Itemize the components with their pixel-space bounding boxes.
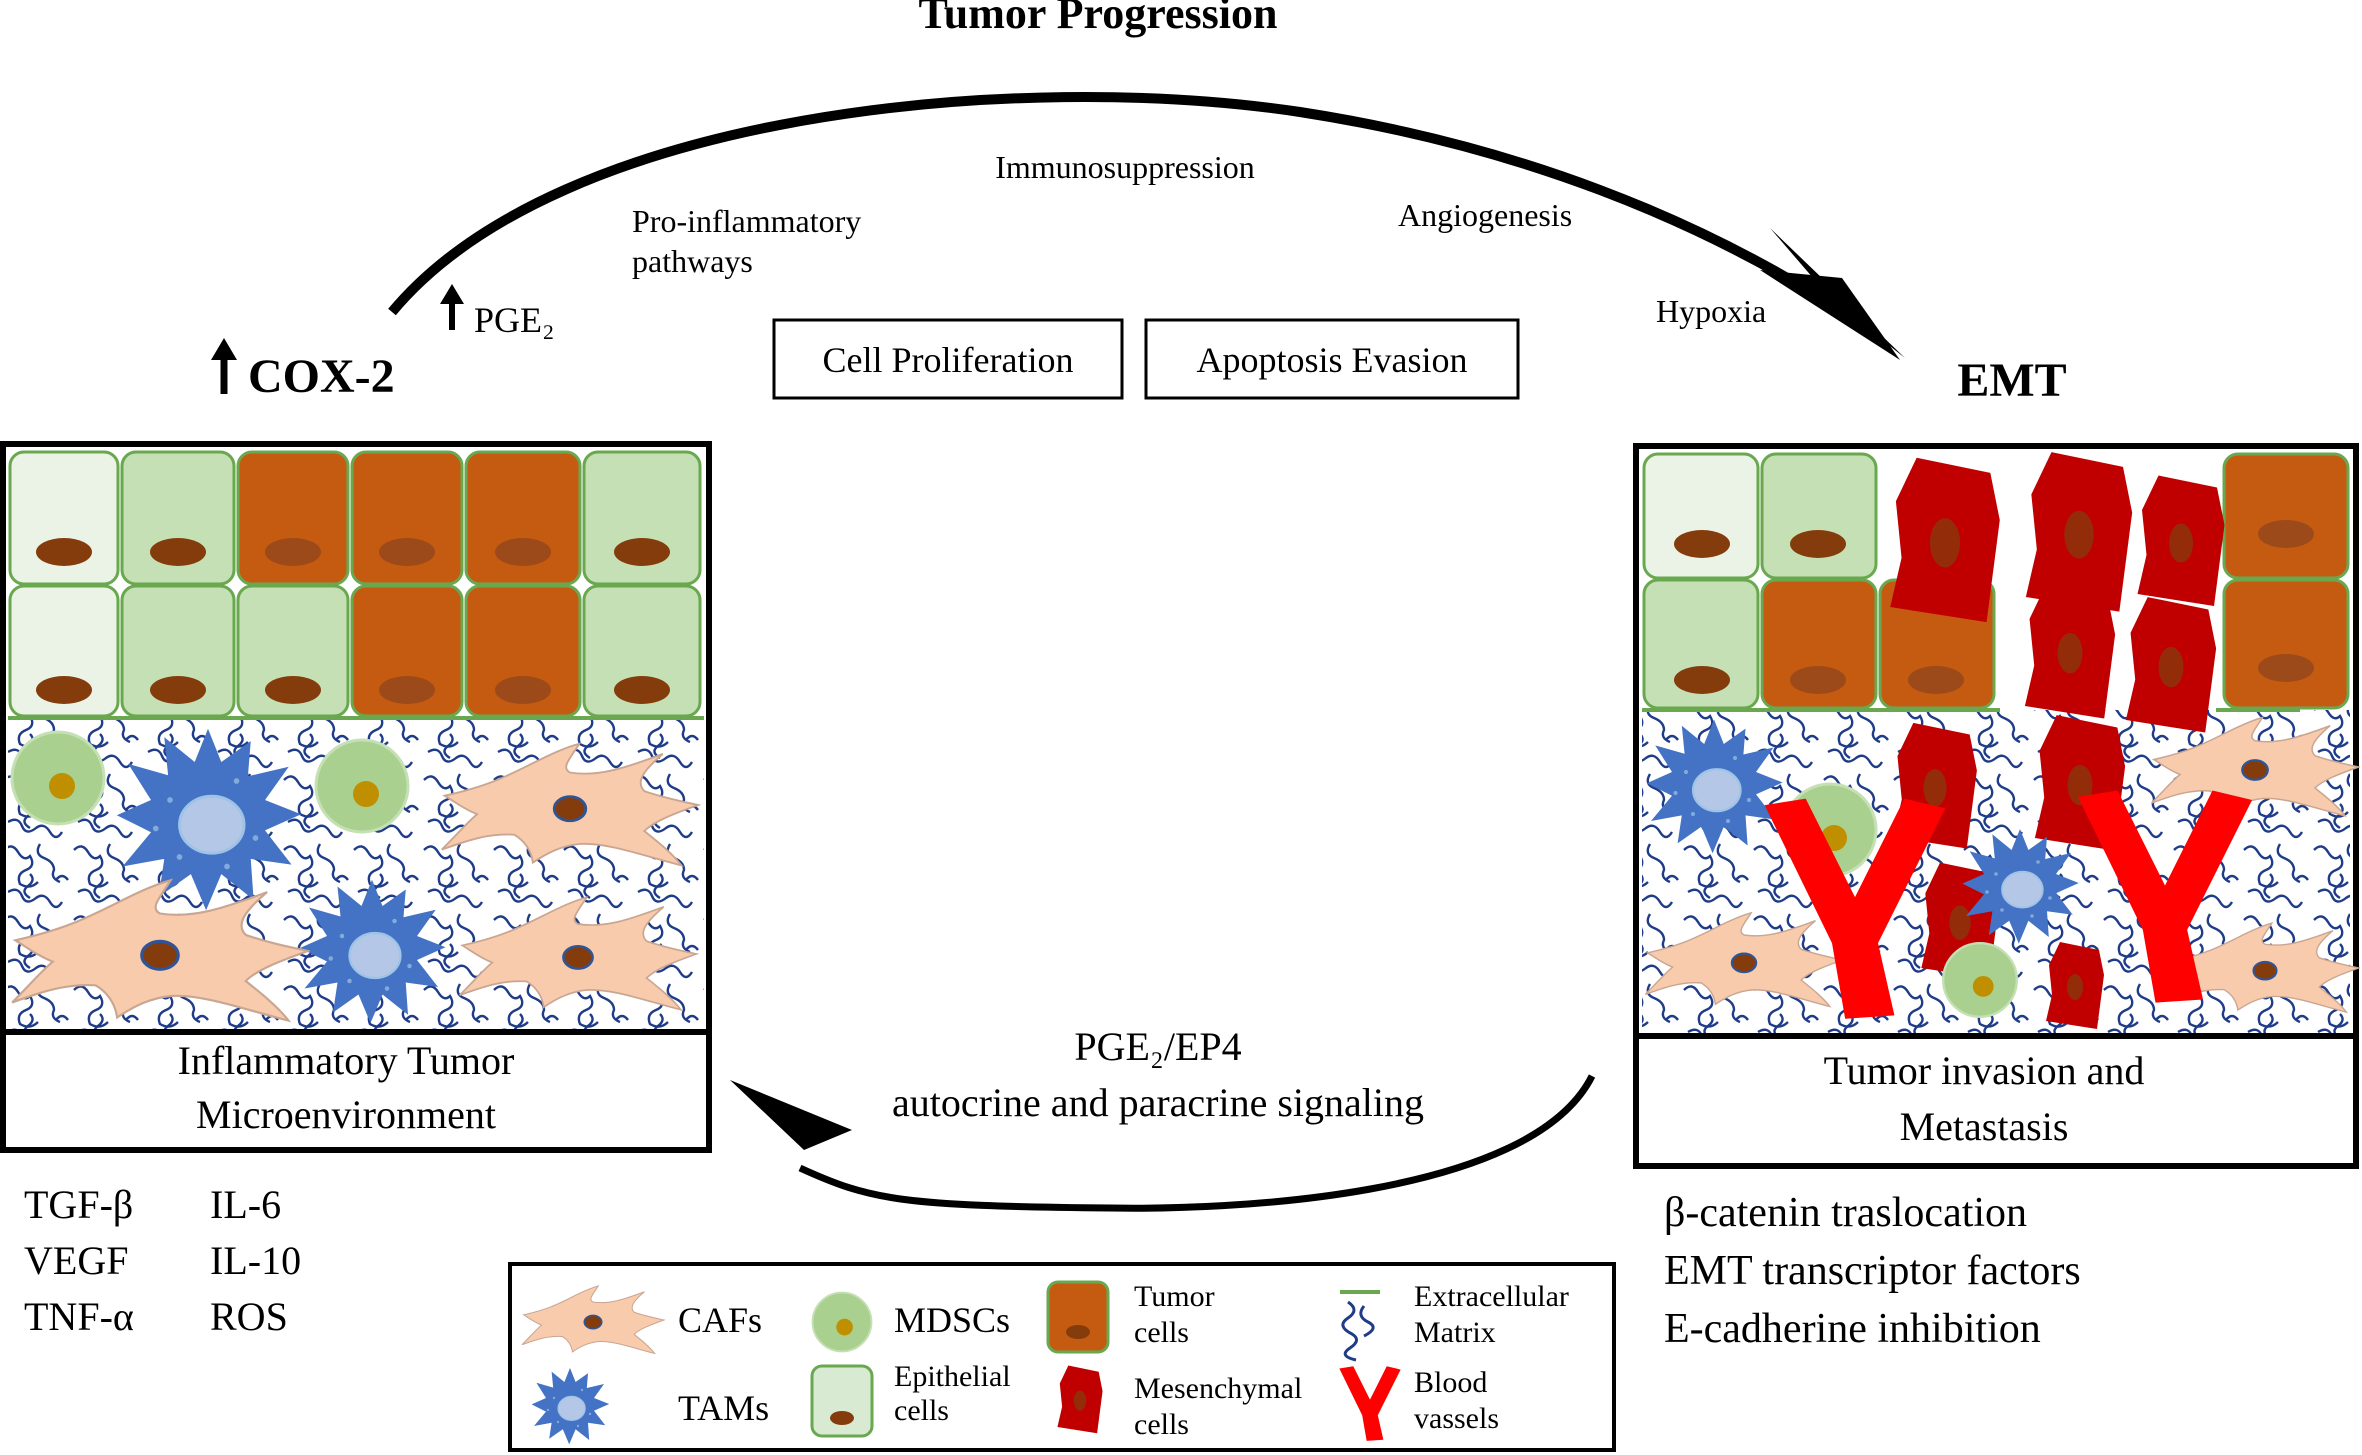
note-beta-catenin: β-catenin traslocation xyxy=(1664,1190,2027,1236)
pro-inflammatory-label: Pro-inflammatory xyxy=(632,203,861,239)
right-mes-1 xyxy=(1890,457,2000,623)
right-mes-3 xyxy=(2137,475,2225,606)
legend-ecm-line1: Extracellular xyxy=(1414,1280,1569,1313)
diagram-title: Tumor Progression xyxy=(919,0,1278,38)
note-e-cadherine: E-cadherine inhibition xyxy=(1664,1306,2041,1352)
right-mes-4 xyxy=(2024,583,2116,719)
factor-ros: ROS xyxy=(210,1294,288,1339)
note-emt-factors: EMT transcriptor factors xyxy=(1664,1248,2081,1294)
cox2-up-arrow-icon xyxy=(211,338,237,394)
bottom-arc-line2: autocrine and paracrine signaling xyxy=(892,1080,1424,1125)
angiogenesis-label: Angiogenesis xyxy=(1398,197,1572,233)
legend-tumor-line2: cells xyxy=(1134,1316,1189,1349)
right-nuclei xyxy=(1674,520,2314,694)
right-mes-5 xyxy=(2125,597,2217,733)
pge2-label: PGE₂ xyxy=(474,300,555,340)
legend-mdscs-label: MDSCs xyxy=(894,1300,1010,1340)
legend-epithelial-line2: cells xyxy=(894,1394,949,1427)
legend-epithelial-icon xyxy=(810,1364,874,1438)
top-arrow xyxy=(388,92,1905,360)
bottom-arrow xyxy=(730,1074,1596,1212)
factor-tgf-beta: TGF-β xyxy=(24,1182,133,1227)
legend-mdsc-icon xyxy=(811,1291,873,1353)
factor-tnf-alpha: TNF-α xyxy=(24,1294,134,1339)
legend-ecm-line2: Matrix xyxy=(1414,1316,1496,1349)
bottom-arc-line1: PGE₂/EP4 xyxy=(1074,1024,1241,1069)
apoptosis-evasion-box xyxy=(1144,318,1520,400)
legend-tumor-icon xyxy=(1046,1280,1110,1354)
left-mdsc-1 xyxy=(10,730,106,826)
hypoxia-label: Hypoxia xyxy=(1656,293,1766,329)
right-panel: Tumor invasion and Metastasis xyxy=(1633,443,2360,1169)
legend-tumor-line1: Tumor xyxy=(1134,1280,1215,1313)
legend: CAFs TAMs MDSCs Epithelial cells Tumor c… xyxy=(508,1262,1616,1452)
legend-mesenchymal-line1: Mesenchymal xyxy=(1134,1372,1302,1405)
left-nuclei xyxy=(36,538,670,704)
right-caption-line1: Tumor invasion and xyxy=(1824,1048,2145,1093)
legend-ecm-icon xyxy=(1340,1290,1380,1362)
right-caption-line2: Metastasis xyxy=(1900,1104,2069,1149)
right-mes-9 xyxy=(2046,942,2104,1029)
factor-il6: IL-6 xyxy=(210,1182,281,1227)
left-caption-line2: Microenvironment xyxy=(196,1092,496,1137)
immunosuppression-label: Immunosuppression xyxy=(995,149,1255,185)
cell-proliferation-label: Cell Proliferation xyxy=(823,340,1074,380)
cell-proliferation-box xyxy=(772,318,1124,400)
cox2-label: COX-2 xyxy=(248,350,395,403)
legend-mesenchymal-icon xyxy=(1057,1365,1103,1434)
apoptosis-evasion-label: Apoptosis Evasion xyxy=(1196,340,1467,380)
legend-blood-line1: Blood xyxy=(1414,1366,1487,1399)
legend-epithelial-line1: Epithelial xyxy=(894,1360,1011,1393)
legend-blood-line2: vassels xyxy=(1414,1402,1499,1435)
emt-label: EMT xyxy=(1957,354,2066,407)
legend-tams-label: TAMs xyxy=(678,1388,769,1428)
right-epithelium xyxy=(1642,452,2350,710)
right-mdsc-2 xyxy=(1941,942,2019,1018)
factor-il10: IL-10 xyxy=(210,1238,301,1283)
right-mes-2 xyxy=(2025,452,2133,612)
factor-vegf: VEGF xyxy=(24,1238,128,1283)
legend-mesenchymal-line2: cells xyxy=(1134,1408,1189,1441)
legend-cafs-label: CAFs xyxy=(678,1300,762,1340)
pathways-label: pathways xyxy=(632,243,753,279)
left-mdsc-2 xyxy=(314,738,410,834)
left-caption-line1: Inflammatory Tumor xyxy=(178,1038,515,1083)
pge2-up-arrow-icon xyxy=(440,284,464,330)
left-panel: Inflammatory Tumor Microenvironment xyxy=(0,441,712,1153)
